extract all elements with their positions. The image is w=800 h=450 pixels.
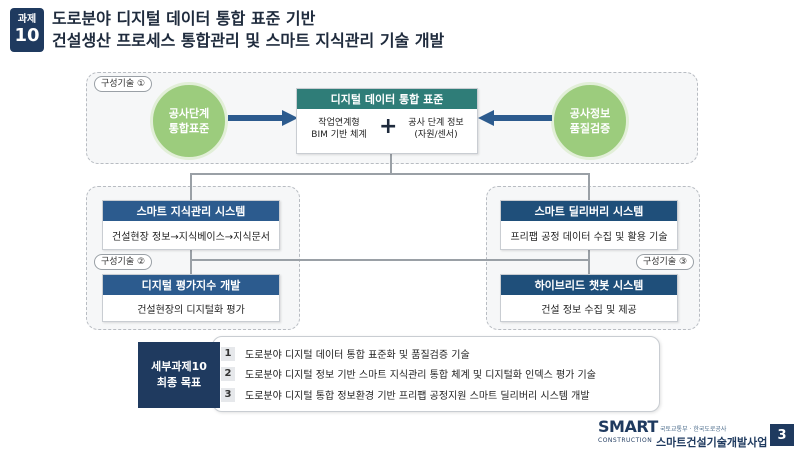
digital-index-body: 건설현장의 디지털화 평가 — [137, 304, 245, 316]
smart-delivery-box: 스마트 딜리버리 시스템 프리팹 공정 데이터 수집 및 활용 기술 — [500, 200, 678, 250]
tech3-tag: 구성기술 ③ — [636, 254, 695, 270]
goal-number-1: 1 — [221, 346, 235, 361]
hybrid-chatbot-body: 건설 정보 수집 및 제공 — [541, 304, 637, 316]
digital-index-title: 디지털 평가지수 개발 — [103, 275, 279, 295]
connector-right-vertical — [588, 248, 590, 276]
hybrid-chatbot-title: 하이브리드 챗봇 시스템 — [501, 275, 677, 295]
task-badge: 과제 10 — [10, 8, 44, 52]
smart-delivery-title: 스마트 딜리버리 시스템 — [501, 201, 677, 221]
center-box-body: 작업연계형 BIM 기반 체계 + 공사 단계 정보 (자원/센서) — [297, 109, 477, 153]
task-label: 과제 — [17, 14, 37, 25]
plus-icon: + — [379, 114, 398, 139]
center-right-line2: (자원/센서) — [414, 130, 458, 140]
connector-horizontal-middle — [190, 259, 590, 261]
digital-data-standard-title: 디지털 데이터 통합 표준 — [297, 89, 477, 109]
connector-horizontal-top — [190, 173, 590, 175]
title-line-2: 건설생산 프로세스 통합관리 및 스마트 지식관리 기술 개발 — [52, 31, 445, 50]
title-line-1: 도로분야 디지털 데이터 통합 표준 기반 — [52, 9, 316, 28]
task-number: 10 — [14, 25, 40, 46]
goal-item-3: 3 도로분야 디지털 통합 정보환경 기반 프리팹 공정지원 스마트 딜리버리 … — [221, 387, 590, 402]
center-left-text: 작업연계형 BIM 기반 체계 — [301, 117, 377, 141]
connector-right-down — [588, 173, 590, 201]
goal-item-1: 1 도로분야 디지털 데이터 통합 표준화 및 품질검증 기술 — [221, 346, 470, 361]
digital-index-box: 디지털 평가지수 개발 건설현장의 디지털화 평가 — [102, 274, 280, 322]
circle-right-line1: 공사정보 — [569, 107, 611, 120]
final-goals-panel: 1 도로분야 디지털 데이터 통합 표준화 및 품질검증 기술 2 도로분야 디… — [212, 336, 660, 412]
smart-delivery-body: 프리팹 공정 데이터 수집 및 활용 기술 — [510, 231, 668, 243]
arrow-right-icon — [228, 110, 298, 126]
tech2-tag: 구성기술 ② — [94, 254, 153, 270]
goal-badge-line2: 최종 목표 — [156, 376, 202, 389]
sponsor-logos: 국토교통부 · 한국도로공사 — [660, 426, 727, 433]
circle-quality-verification: 공사정보 품질검증 — [551, 82, 629, 160]
logo-main-text: SMART — [598, 417, 658, 436]
goal-number-2: 2 — [221, 366, 235, 381]
arrow-left-icon — [478, 110, 552, 126]
connector-left-vertical — [190, 248, 192, 276]
goal-number-3: 3 — [221, 387, 235, 402]
knowledge-management-body: 건설현장 정보→지식베이스→지식문서 — [112, 231, 270, 243]
circle-right-line2: 품질검증 — [569, 122, 611, 135]
program-name: 스마트건설기술개발사업 — [656, 436, 768, 449]
page-title: 도로분야 디지털 데이터 통합 표준 기반 건설생산 프로세스 통합관리 및 스… — [52, 8, 444, 52]
digital-data-standard-box: 디지털 데이터 통합 표준 작업연계형 BIM 기반 체계 + 공사 단계 정보… — [296, 88, 478, 154]
circle-construction-standard: 공사단계 통합표준 — [150, 82, 228, 160]
center-left-line1: 작업연계형 — [318, 118, 360, 128]
goal-text-3: 도로분야 디지털 통합 정보환경 기반 프리팹 공정지원 스마트 딜리버리 시스… — [245, 391, 590, 402]
center-left-line2: BIM 기반 체계 — [311, 130, 367, 140]
hybrid-chatbot-box: 하이브리드 챗봇 시스템 건설 정보 수집 및 제공 — [500, 274, 678, 322]
circle-left-line1: 공사단계 — [168, 107, 210, 120]
page-number: 3 — [770, 424, 794, 446]
knowledge-management-title: 스마트 지식관리 시스템 — [103, 201, 279, 221]
center-right-line1: 공사 단계 정보 — [408, 118, 464, 128]
goal-text-2: 도로분야 디지털 정보 기반 스마트 지식관리 통합 체계 및 디지털화 인덱스… — [245, 370, 596, 381]
goal-badge-line1: 세부과제10 — [151, 360, 207, 373]
connector-center-down — [390, 150, 392, 174]
goal-text-1: 도로분야 디지털 데이터 통합 표준화 및 품질검증 기술 — [245, 350, 470, 361]
tech1-tag: 구성기술 ① — [94, 76, 153, 92]
logo-sub-text: CONSTRUCTION — [598, 437, 653, 444]
final-goal-badge: 세부과제10 최종 목표 — [138, 342, 220, 408]
circle-left-line2: 통합표준 — [168, 122, 210, 135]
connector-left-down — [190, 173, 192, 201]
smart-construction-logo: SMART CONSTRUCTION — [598, 417, 658, 448]
center-right-text: 공사 단계 정보 (자원/센서) — [397, 117, 475, 141]
knowledge-management-box: 스마트 지식관리 시스템 건설현장 정보→지식베이스→지식문서 — [102, 200, 280, 250]
goal-item-2: 2 도로분야 디지털 정보 기반 스마트 지식관리 통합 체계 및 디지털화 인… — [221, 366, 596, 381]
